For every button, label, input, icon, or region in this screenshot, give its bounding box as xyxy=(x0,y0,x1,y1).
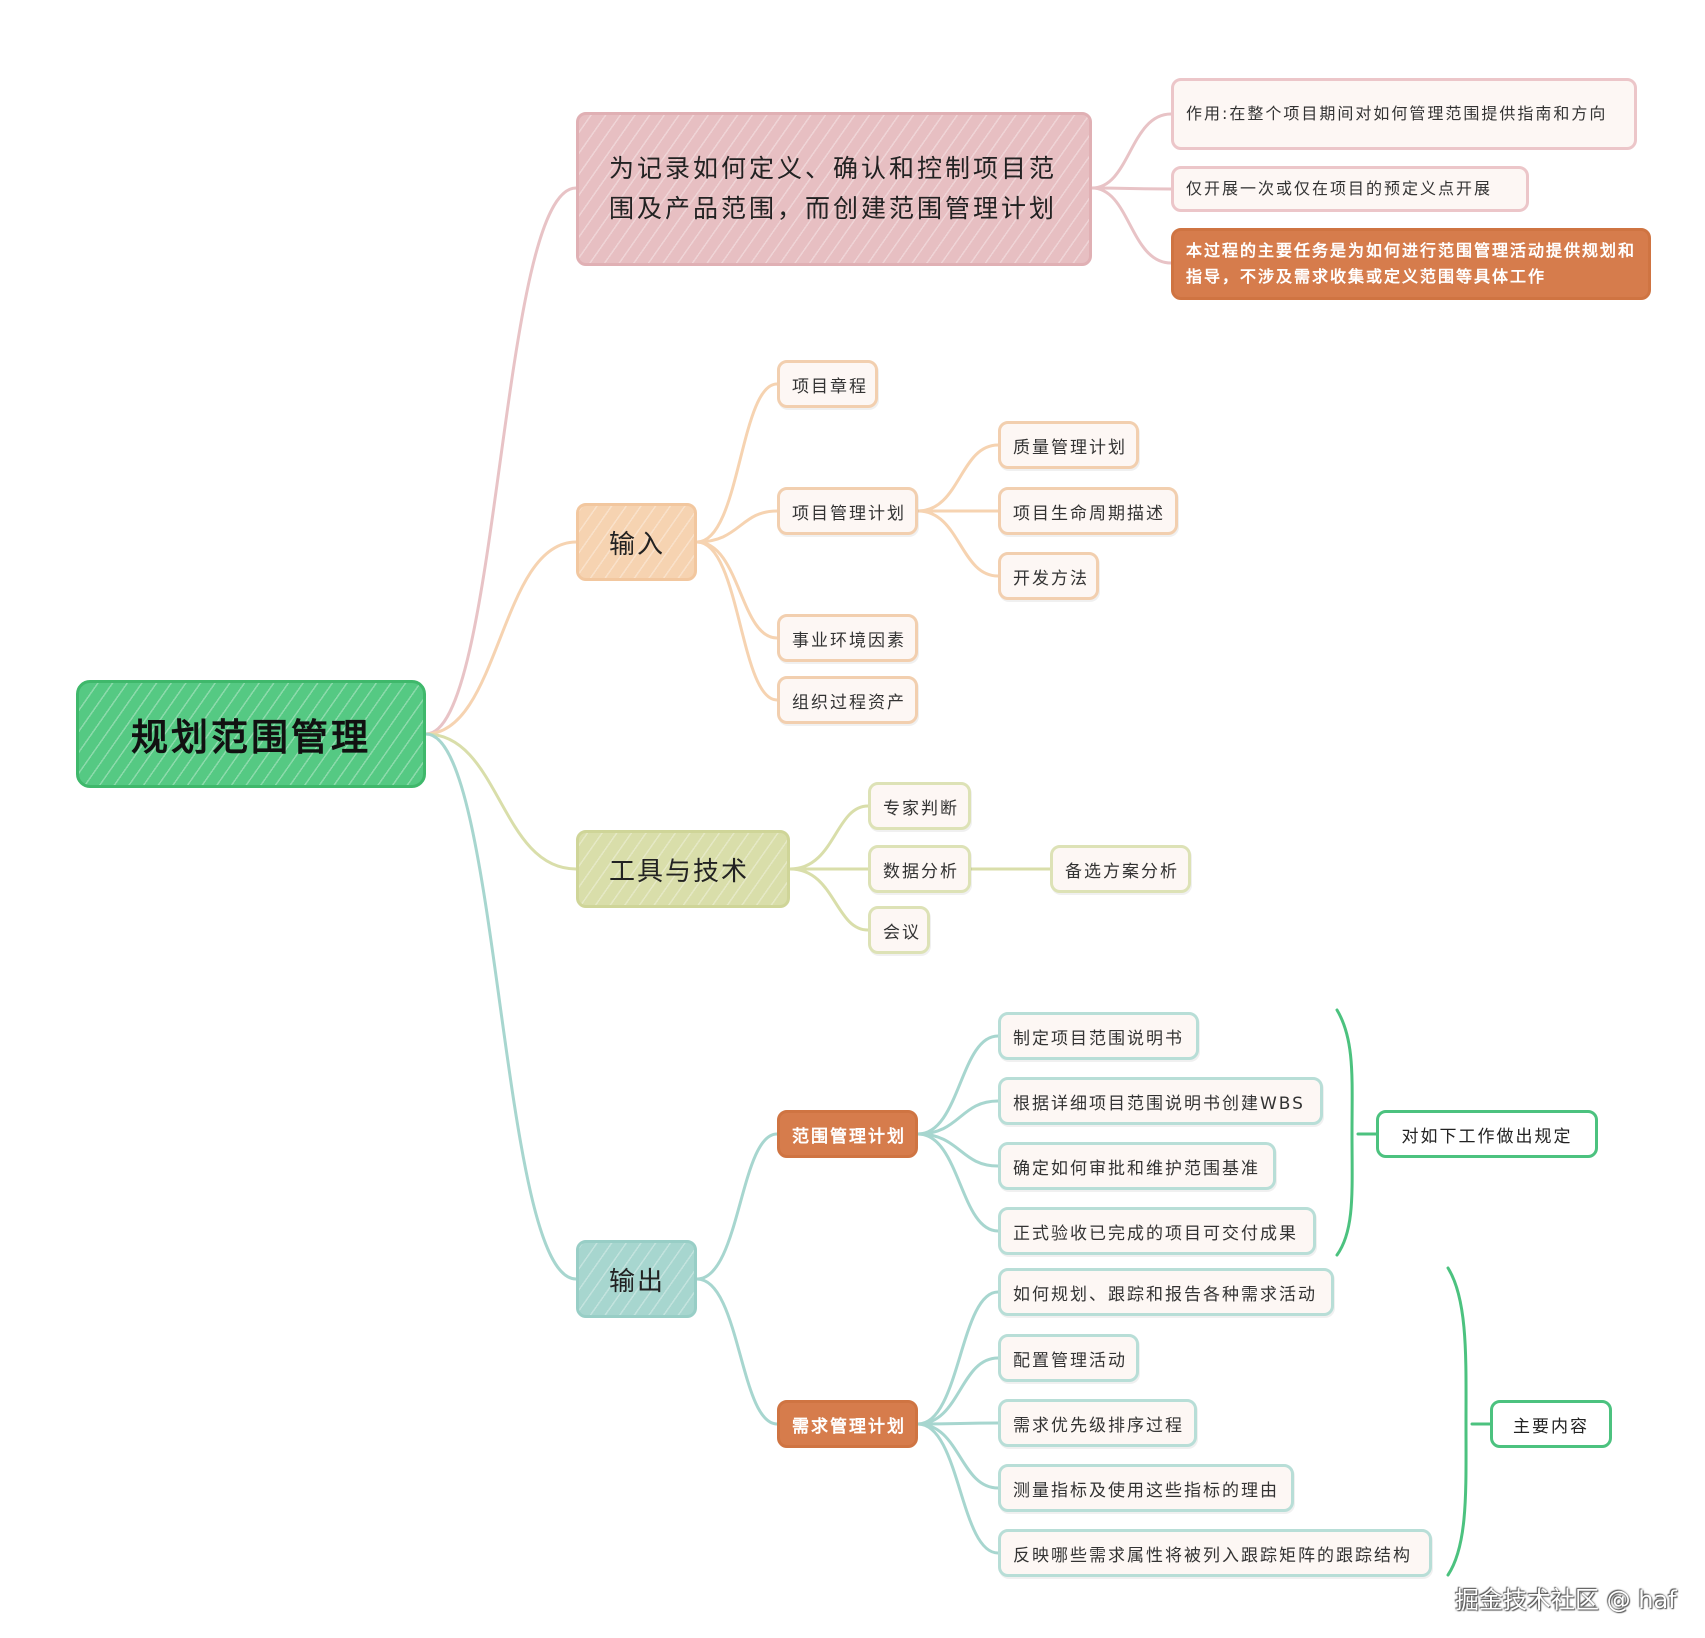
tool-data-analysis-label: 数据分析 xyxy=(883,861,959,882)
input-eef-label: 事业环境因素 xyxy=(792,630,906,651)
scope-plan-label: 范围管理计划 xyxy=(792,1126,906,1147)
purpose-label: 为记录如何定义、确认和控制项目范围及产品范围，而创建范围管理计划 xyxy=(609,154,1058,223)
input-eef[interactable]: 事业环境因素 xyxy=(777,614,918,662)
tool-alternatives[interactable]: 备选方案分析 xyxy=(1050,845,1191,893)
link-outputs-scope xyxy=(695,1132,779,1281)
purpose-note-3-label: 本过程的主要任务是为如何进行范围管理活动提供规划和指导，不涉及需求收集或定义范围… xyxy=(1186,241,1637,286)
link-inputs-charter xyxy=(695,382,779,544)
input-pm-plan-label: 项目管理计划 xyxy=(792,503,906,524)
scope-item-4[interactable]: 正式验收已完成的项目可交付成果 xyxy=(998,1207,1316,1255)
link-req-5 xyxy=(916,1422,1000,1555)
scope-plan-node[interactable]: 范围管理计划 xyxy=(777,1110,918,1158)
link-purpose-note2 xyxy=(1090,186,1173,191)
input-opa[interactable]: 组织过程资产 xyxy=(777,676,918,724)
scope-summary[interactable]: 对如下工作做出规定 xyxy=(1376,1110,1598,1158)
link-purpose-note1 xyxy=(1090,112,1173,190)
purpose-note-2[interactable]: 仅开展一次或仅在项目的预定义点开展 xyxy=(1171,166,1529,212)
scope-item-3[interactable]: 确定如何审批和维护范围基准 xyxy=(998,1142,1276,1190)
inputs-label: 输入 xyxy=(609,529,666,560)
inputs-node[interactable]: 输入 xyxy=(576,503,697,581)
tool-meeting[interactable]: 会议 xyxy=(868,906,930,954)
pm-plan-lifecycle[interactable]: 项目生命周期描述 xyxy=(998,487,1178,535)
tool-expert[interactable]: 专家判断 xyxy=(868,782,971,830)
req-summary[interactable]: 主要内容 xyxy=(1490,1400,1612,1448)
link-req-4 xyxy=(916,1422,1000,1490)
tools-label: 工具与技术 xyxy=(609,856,750,887)
req-item-5[interactable]: 反映哪些需求属性将被列入跟踪矩阵的跟踪结构 xyxy=(998,1529,1432,1577)
scope-item-4-label: 正式验收已完成的项目可交付成果 xyxy=(1013,1223,1298,1244)
summary-bracket-req xyxy=(1446,1266,1468,1577)
req-item-4[interactable]: 测量指标及使用这些指标的理由 xyxy=(998,1464,1294,1512)
outputs-label: 输出 xyxy=(609,1266,666,1297)
purpose-note-1[interactable]: 作用:在整个项目期间对如何管理范围提供指南和方向 xyxy=(1171,78,1637,150)
req-item-2[interactable]: 配置管理活动 xyxy=(998,1334,1139,1382)
pm-plan-method-label: 开发方法 xyxy=(1013,568,1089,589)
pm-plan-lifecycle-label: 项目生命周期描述 xyxy=(1013,503,1165,524)
scope-item-1-label: 制定项目范围说明书 xyxy=(1013,1028,1184,1049)
summary-bracket-scope xyxy=(1335,1008,1354,1257)
req-item-1-label: 如何规划、跟踪和报告各种需求活动 xyxy=(1013,1284,1317,1305)
tool-alternatives-label: 备选方案分析 xyxy=(1065,861,1179,882)
req-plan-node[interactable]: 需求管理计划 xyxy=(777,1400,918,1448)
tools-node[interactable]: 工具与技术 xyxy=(576,830,790,908)
req-item-5-label: 反映哪些需求属性将被列入跟踪矩阵的跟踪结构 xyxy=(1013,1545,1412,1566)
input-charter[interactable]: 项目章程 xyxy=(777,360,878,408)
link-pmplan-quality xyxy=(916,443,1000,513)
pm-plan-method[interactable]: 开发方法 xyxy=(998,552,1099,600)
link-root-inputs xyxy=(424,540,578,736)
input-charter-label: 项目章程 xyxy=(792,376,868,397)
link-scope-1 xyxy=(916,1034,1000,1136)
tool-data-analysis[interactable]: 数据分析 xyxy=(868,845,971,893)
link-inputs-pmplan xyxy=(695,509,779,544)
scope-item-1[interactable]: 制定项目范围说明书 xyxy=(998,1012,1199,1060)
req-plan-label: 需求管理计划 xyxy=(792,1416,906,1437)
input-pm-plan[interactable]: 项目管理计划 xyxy=(777,487,918,535)
link-req-2 xyxy=(916,1356,1000,1426)
scope-summary-label: 对如下工作做出规定 xyxy=(1401,1126,1573,1147)
outputs-node[interactable]: 输出 xyxy=(576,1240,697,1318)
tool-expert-label: 专家判断 xyxy=(883,798,959,819)
link-purpose-note3 xyxy=(1090,186,1173,265)
purpose-node[interactable]: 为记录如何定义、确认和控制项目范围及产品范围，而创建范围管理计划 xyxy=(576,112,1092,266)
purpose-note-3[interactable]: 本过程的主要任务是为如何进行范围管理活动提供规划和指导，不涉及需求收集或定义范围… xyxy=(1171,228,1651,300)
scope-item-2[interactable]: 根据详细项目范围说明书创建WBS xyxy=(998,1077,1323,1125)
req-summary-label: 主要内容 xyxy=(1513,1416,1589,1437)
link-pmplan-method xyxy=(916,509,1000,578)
link-outputs-req xyxy=(695,1277,779,1426)
purpose-note-2-label: 仅开展一次或仅在项目的预定义点开展 xyxy=(1186,179,1493,198)
watermark: 掘金技术社区 @ haf xyxy=(1455,1586,1677,1614)
pm-plan-quality[interactable]: 质量管理计划 xyxy=(998,421,1139,469)
req-item-3[interactable]: 需求优先级排序过程 xyxy=(998,1399,1197,1447)
purpose-note-1-label: 作用:在整个项目期间对如何管理范围提供指南和方向 xyxy=(1186,104,1608,123)
link-inputs-opa xyxy=(695,540,779,702)
link-scope-3 xyxy=(916,1132,1000,1168)
link-req-3 xyxy=(916,1421,1000,1426)
req-item-3-label: 需求优先级排序过程 xyxy=(1013,1415,1184,1436)
input-opa-label: 组织过程资产 xyxy=(792,692,906,713)
link-root-tools xyxy=(424,732,578,871)
pm-plan-quality-label: 质量管理计划 xyxy=(1013,437,1127,458)
link-inputs-eef xyxy=(695,540,779,640)
link-root-purpose xyxy=(424,186,578,736)
scope-item-3-label: 确定如何审批和维护范围基准 xyxy=(1013,1158,1260,1179)
req-item-1[interactable]: 如何规划、跟踪和报告各种需求活动 xyxy=(998,1268,1334,1316)
tool-meeting-label: 会议 xyxy=(883,922,921,943)
link-scope-2 xyxy=(916,1099,1000,1136)
req-item-4-label: 测量指标及使用这些指标的理由 xyxy=(1013,1480,1279,1501)
link-req-1 xyxy=(916,1290,1000,1426)
req-item-2-label: 配置管理活动 xyxy=(1013,1350,1127,1371)
link-tools-expert xyxy=(788,804,870,871)
link-root-outputs xyxy=(424,732,578,1281)
link-scope-4 xyxy=(916,1132,1000,1233)
root-node[interactable]: 规划范围管理 xyxy=(76,680,426,788)
root-label: 规划范围管理 xyxy=(131,716,371,759)
scope-item-2-label: 根据详细项目范围说明书创建WBS xyxy=(1013,1093,1305,1114)
link-tools-meeting xyxy=(788,867,870,932)
